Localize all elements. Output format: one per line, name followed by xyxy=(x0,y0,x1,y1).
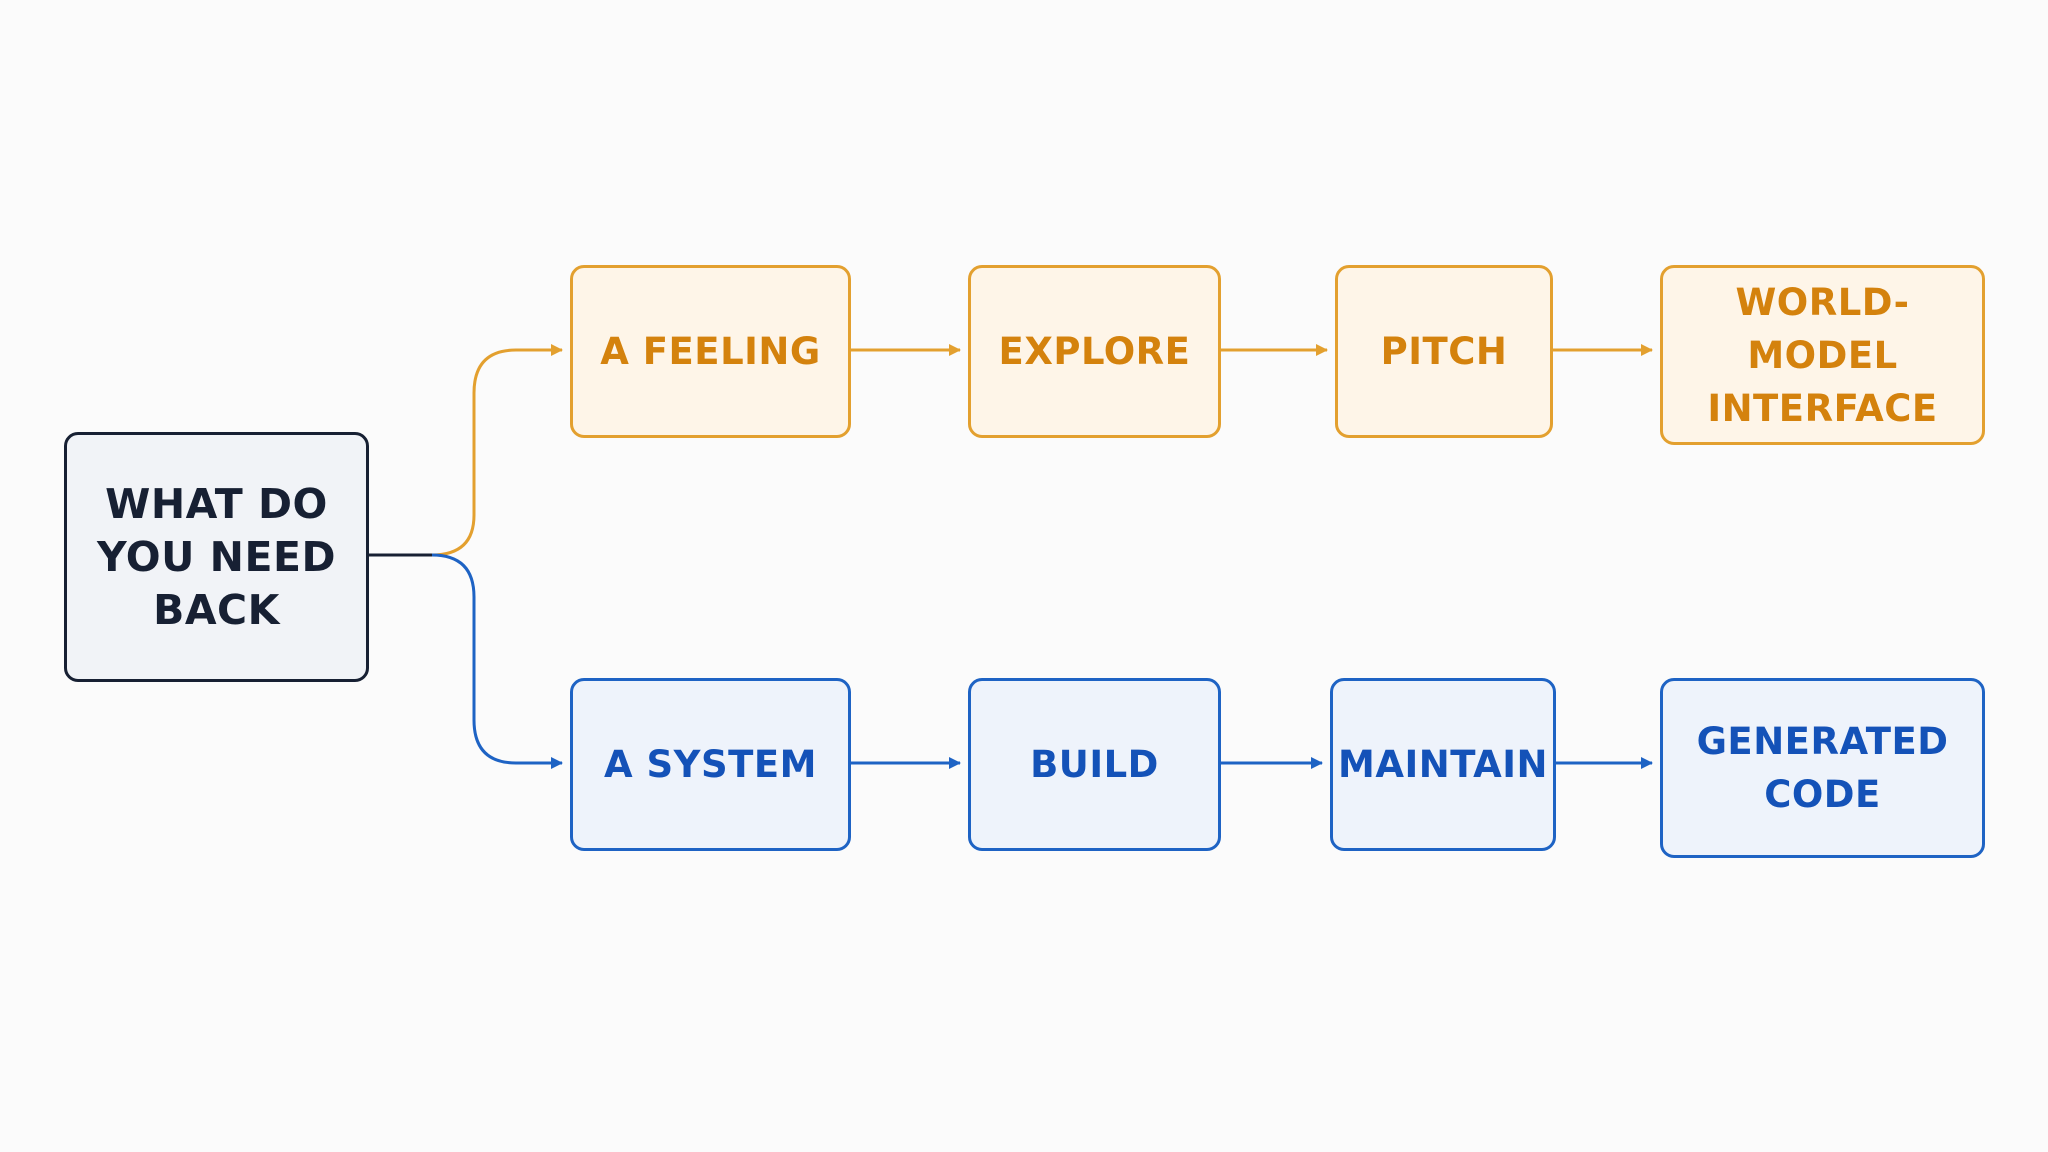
node-a-feeling-label: A FEELING xyxy=(600,330,821,373)
node-build: BUILD xyxy=(968,678,1221,851)
node-a-system-label: A SYSTEM xyxy=(604,743,817,786)
branch-connector-bottom xyxy=(431,553,563,769)
node-world-model-interface-label: WORLD-MODEL INTERFACE xyxy=(1707,280,1938,430)
node-explore-label: EXPLORE xyxy=(998,330,1191,373)
node-build-label: BUILD xyxy=(1030,743,1159,786)
root-node: WHAT DO YOU NEED BACK xyxy=(64,432,369,682)
node-pitch: PITCH xyxy=(1335,265,1553,438)
node-maintain: MAINTAIN xyxy=(1330,678,1556,851)
branch-connector-top xyxy=(431,344,563,557)
node-pitch-label: PITCH xyxy=(1380,330,1508,373)
node-generated-code-label: GENERATED CODE xyxy=(1696,720,1949,816)
root-node-label: WHAT DO YOU NEED BACK xyxy=(96,479,336,634)
node-a-system: A SYSTEM xyxy=(570,678,851,851)
node-world-model-interface: WORLD-MODEL INTERFACE xyxy=(1660,265,1985,445)
node-a-feeling: A FEELING xyxy=(570,265,851,438)
node-maintain-label: MAINTAIN xyxy=(1338,743,1548,786)
node-generated-code: GENERATED CODE xyxy=(1660,678,1985,858)
node-explore: EXPLORE xyxy=(968,265,1221,438)
